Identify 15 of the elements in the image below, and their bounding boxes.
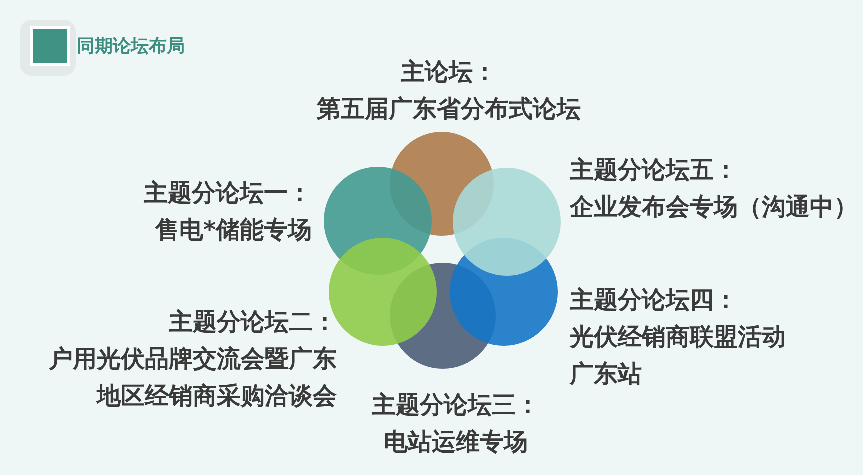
forum-heading: 主题分论坛一：: [144, 178, 312, 209]
forum-title: 电站运维专场: [384, 427, 528, 458]
circle: [329, 238, 437, 346]
forum-heading: 主题分论坛四：: [570, 285, 738, 316]
forum-heading: 主题分论坛二：: [169, 307, 337, 338]
circle: [453, 168, 561, 276]
forum-title: 光伏经销商联盟活动广东站: [570, 322, 787, 390]
page-title: 同期论坛布局: [77, 35, 185, 59]
forum-title: 售电*储能专场: [155, 215, 312, 246]
forum-title: 户用光伏品牌交流会暨广东地区经销商采购洽谈会: [48, 344, 337, 412]
forum-heading: 主题分论坛五：: [570, 155, 738, 186]
forum-heading: 主论坛：: [401, 57, 497, 88]
forum-heading: 主题分论坛三：: [372, 390, 540, 421]
forum-title: 企业发布会专场（沟通中）: [570, 192, 858, 223]
forum-title: 第五届广东省分布式论坛: [317, 94, 581, 125]
